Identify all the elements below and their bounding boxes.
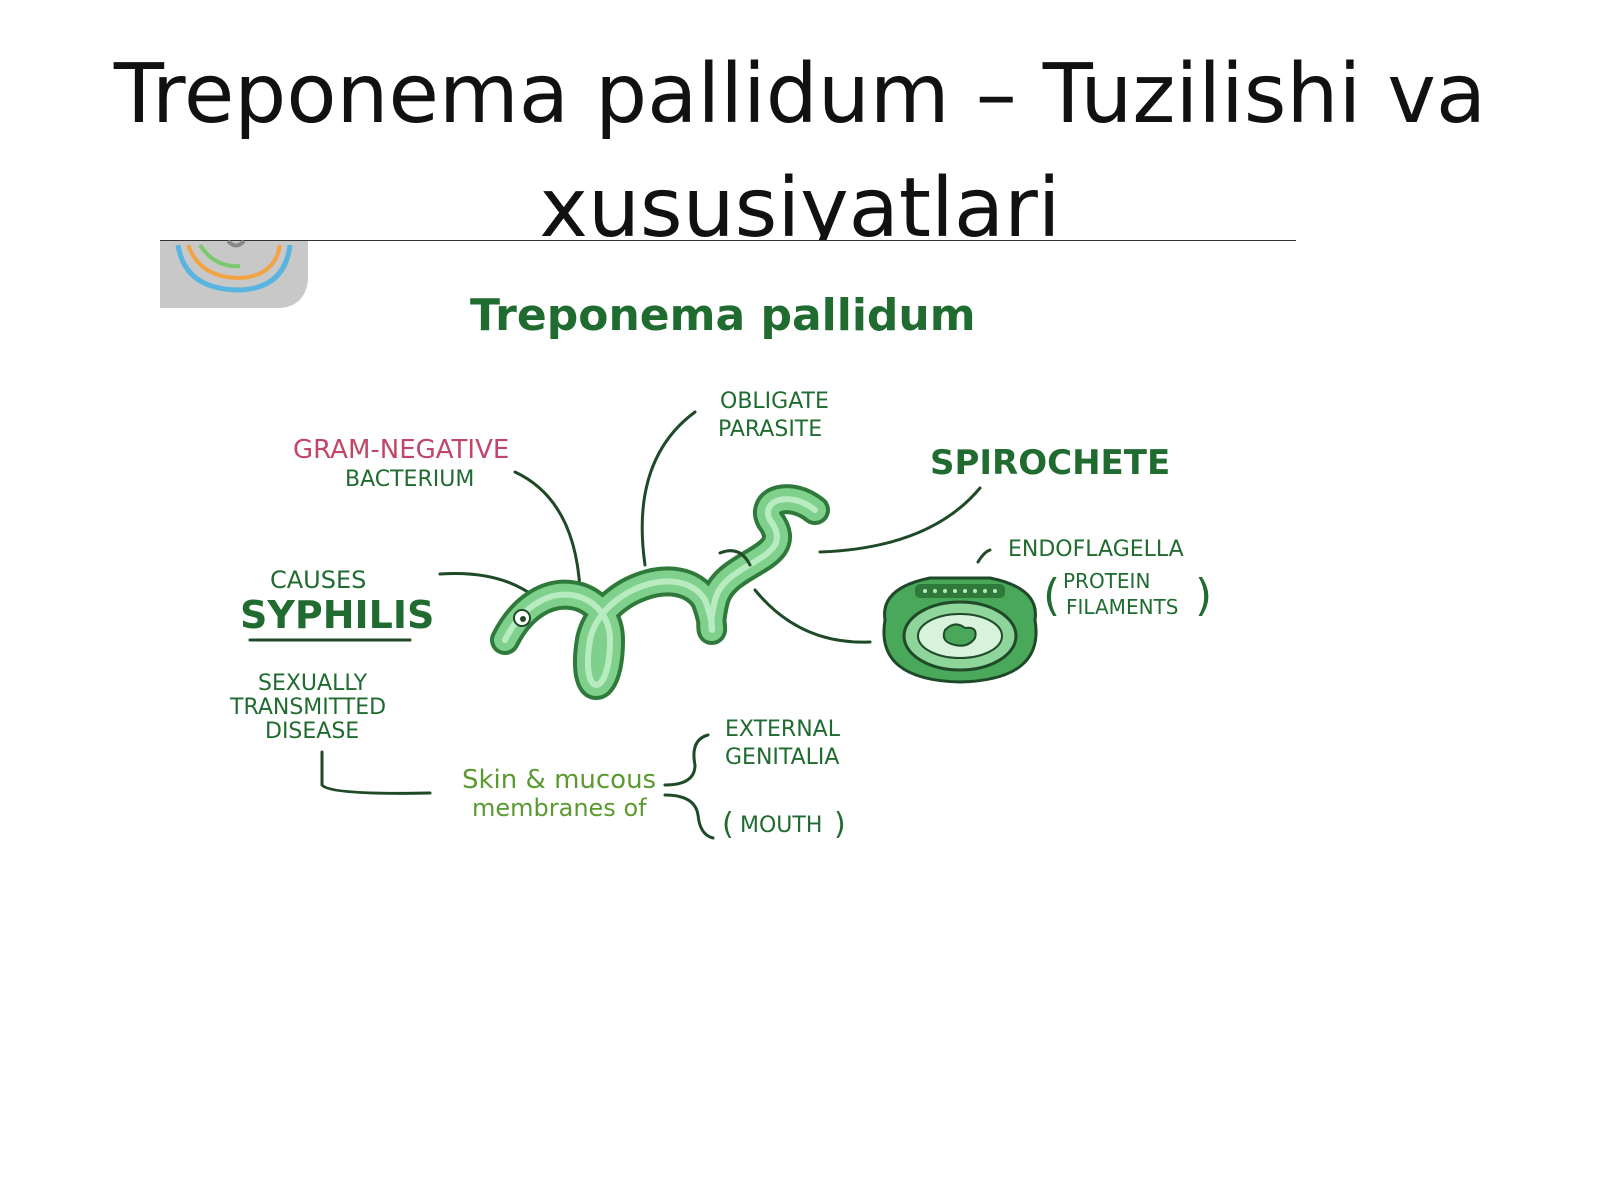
slide-title: Treponema pallidum – Tuzilishi va xususi… — [0, 0, 1600, 241]
label-causes: CAUSES — [270, 566, 366, 594]
label-mouth: MOUTH — [740, 813, 822, 838]
logo-icon — [160, 239, 308, 308]
label-sexually: SEXUALLY — [258, 671, 368, 696]
label-spirochete: SPIROCHETE — [930, 443, 1170, 483]
label-gram-negative: GRAM-NEGATIVE — [293, 435, 509, 465]
brace-upper — [663, 733, 710, 787]
paren-close-mouth: ) — [834, 807, 846, 842]
paren-close: ) — [1195, 570, 1212, 621]
connector-obligate-parasite — [640, 410, 697, 567]
slide-title-line-1: Treponema pallidum – Tuzilishi va — [113, 47, 1487, 142]
connector-spirochete — [818, 486, 982, 554]
slide-title-line-2: xususiyatlari — [539, 161, 1061, 241]
connector-gram-negative — [513, 470, 582, 592]
label-genitalia: GENITALIA — [725, 745, 839, 770]
connector-cross-section — [753, 588, 872, 644]
diagram-heading: Treponema pallidum — [470, 290, 976, 341]
connector-endoflagella — [976, 548, 992, 564]
label-filaments: FILAMENTS — [1066, 595, 1178, 619]
connector-causes-syphilis — [438, 572, 537, 599]
cross-section-icon — [882, 576, 1038, 684]
label-external: EXTERNAL — [725, 717, 841, 742]
flagella-dots — [923, 589, 997, 593]
label-membranes-of: membranes of — [472, 794, 647, 822]
label-skin-mucous: Skin & mucous — [462, 765, 656, 795]
label-endoflagella: ENDOFLAGELLA — [1008, 537, 1184, 562]
brace-lower — [663, 793, 715, 840]
paren-open: ( — [1043, 570, 1060, 621]
label-bacterium: BACTERIUM — [345, 467, 474, 492]
label-disease: DISEASE — [265, 719, 359, 744]
label-obligate: OBLIGATE — [720, 389, 829, 414]
title-divider — [160, 240, 1296, 241]
label-transmitted: TRANSMITTED — [229, 695, 386, 720]
paren-open-mouth: ( — [722, 807, 734, 842]
spirochete-body — [490, 484, 830, 700]
connector-skin — [320, 750, 432, 795]
label-parasite: PARASITE — [718, 417, 822, 442]
label-protein: PROTEIN — [1063, 569, 1150, 593]
label-syphilis: SYPHILIS — [240, 593, 434, 637]
